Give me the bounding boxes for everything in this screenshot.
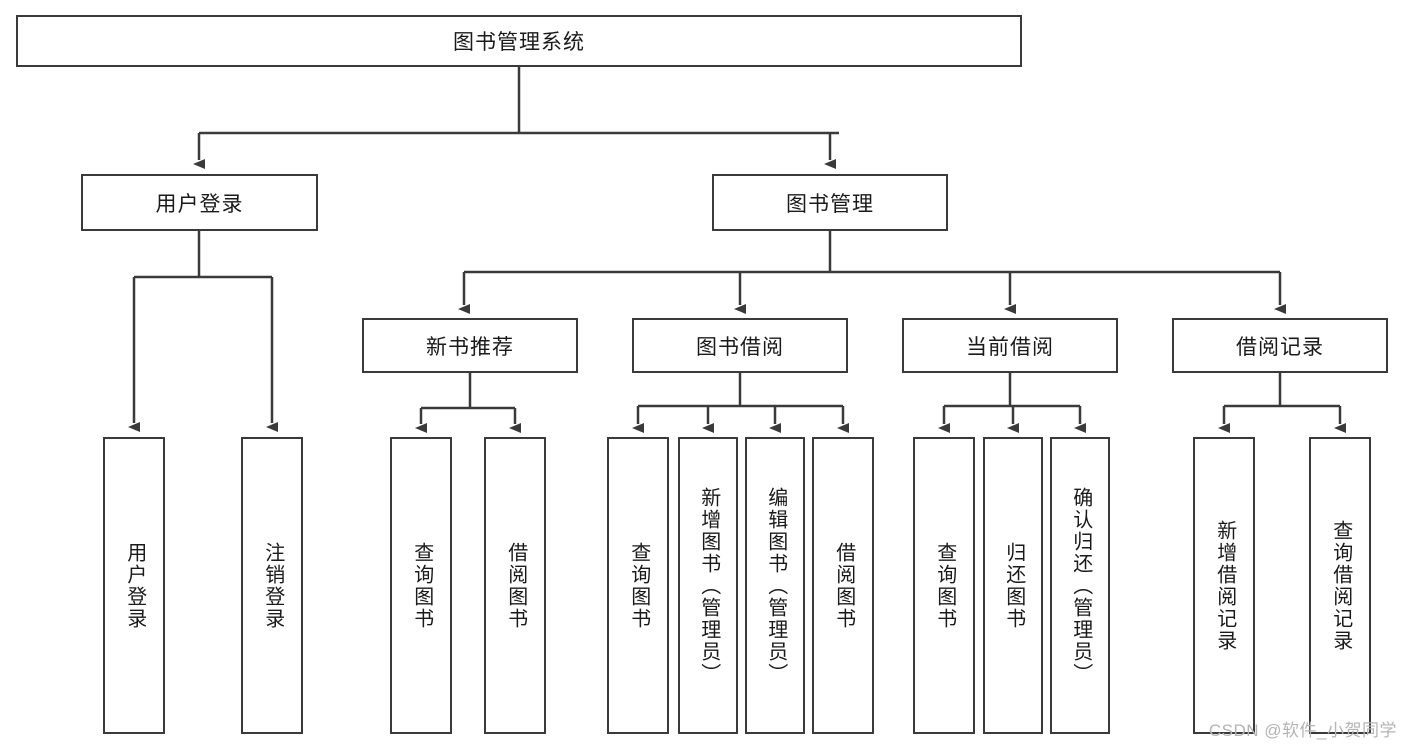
node-leaf-6[interactable]: 编辑图书（管理员）: [745, 437, 805, 734]
node-label: 编辑图书（管理员）: [764, 486, 787, 685]
node-label: 归还图书: [1002, 541, 1025, 630]
node-label: 查询图书: [933, 541, 956, 630]
node-leaf-12[interactable]: 查询借阅记录: [1309, 437, 1371, 734]
node-label: 用户登录: [155, 192, 244, 216]
node-level3-2[interactable]: 当前借阅: [902, 318, 1118, 373]
node-label: 查询图书: [627, 541, 650, 630]
node-label: 注销登录: [261, 541, 284, 630]
node-leaf-5[interactable]: 新增图书（管理员）: [678, 437, 738, 734]
node-leaf-10[interactable]: 确认归还（管理员）: [1050, 437, 1110, 734]
node-label: 确认归还（管理员）: [1069, 486, 1092, 685]
node-label: 当前借阅: [966, 335, 1054, 359]
node-root-title[interactable]: 图书管理系统: [16, 15, 1022, 67]
node-label: 用户登录: [123, 541, 146, 630]
node-leaf-8[interactable]: 查询图书: [913, 437, 975, 734]
node-leaf-0[interactable]: 用户登录: [103, 437, 165, 734]
node-leaf-1[interactable]: 注销登录: [241, 437, 303, 734]
node-label: 新书推荐: [426, 335, 514, 359]
node-leaf-3[interactable]: 借阅图书: [484, 437, 546, 734]
node-level3-3[interactable]: 借阅记录: [1172, 318, 1388, 373]
node-leaf-9[interactable]: 归还图书: [983, 437, 1043, 734]
node-label: 新增图书（管理员）: [697, 486, 720, 685]
watermark: CSDN @软件_小贺同学: [1208, 721, 1397, 740]
node-leaf-7[interactable]: 借阅图书: [812, 437, 874, 734]
node-leaf-11[interactable]: 新增借阅记录: [1193, 437, 1255, 734]
node-level2-0[interactable]: 用户登录: [81, 174, 318, 231]
node-leaf-4[interactable]: 查询图书: [607, 437, 669, 734]
node-leaf-2[interactable]: 查询图书: [390, 437, 452, 734]
node-label: 新增借阅记录: [1213, 519, 1236, 652]
node-label: 查询借阅记录: [1329, 519, 1352, 652]
node-level2-1[interactable]: 图书管理: [712, 174, 948, 231]
node-label: 借阅图书: [504, 541, 527, 630]
node-label: 借阅记录: [1236, 335, 1324, 359]
node-level3-0[interactable]: 新书推荐: [362, 318, 578, 373]
node-label: 图书借阅: [696, 335, 784, 359]
node-label: 图书管理系统: [453, 31, 585, 54]
node-label: 查询图书: [410, 541, 433, 630]
node-label: 图书管理: [786, 192, 874, 216]
node-level3-1[interactable]: 图书借阅: [632, 318, 848, 373]
node-label: 借阅图书: [832, 541, 855, 630]
